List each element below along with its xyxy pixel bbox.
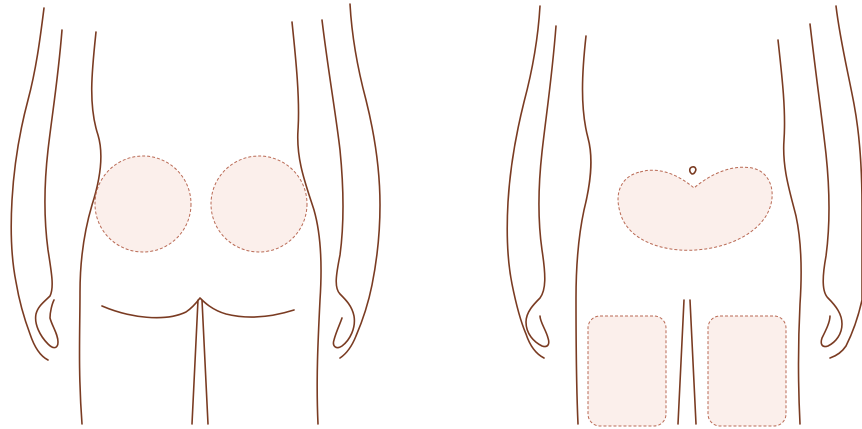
zone-right-buttock (211, 156, 307, 252)
back-left-torso-outline (80, 32, 101, 424)
zone-right-thigh (708, 316, 786, 426)
navel (690, 167, 696, 174)
back-leg-split-right (202, 300, 208, 424)
front-leg-split-left (678, 300, 684, 424)
front-right-hand-outline (810, 24, 842, 347)
back-left-arm-outline (11, 8, 48, 360)
front-leg-split-right (690, 300, 696, 424)
back-right-hand-outline (322, 20, 354, 348)
front-view-figure (507, 6, 862, 426)
back-right-arm-outline (340, 4, 380, 358)
back-leg-split-left (192, 300, 198, 424)
zone-abdomen (618, 167, 772, 250)
back-view-figure (11, 4, 380, 424)
back-left-hand-outline (36, 30, 62, 348)
zone-left-buttock (95, 156, 191, 252)
front-left-arm-outline (507, 6, 544, 358)
zone-left-thigh (588, 316, 666, 426)
